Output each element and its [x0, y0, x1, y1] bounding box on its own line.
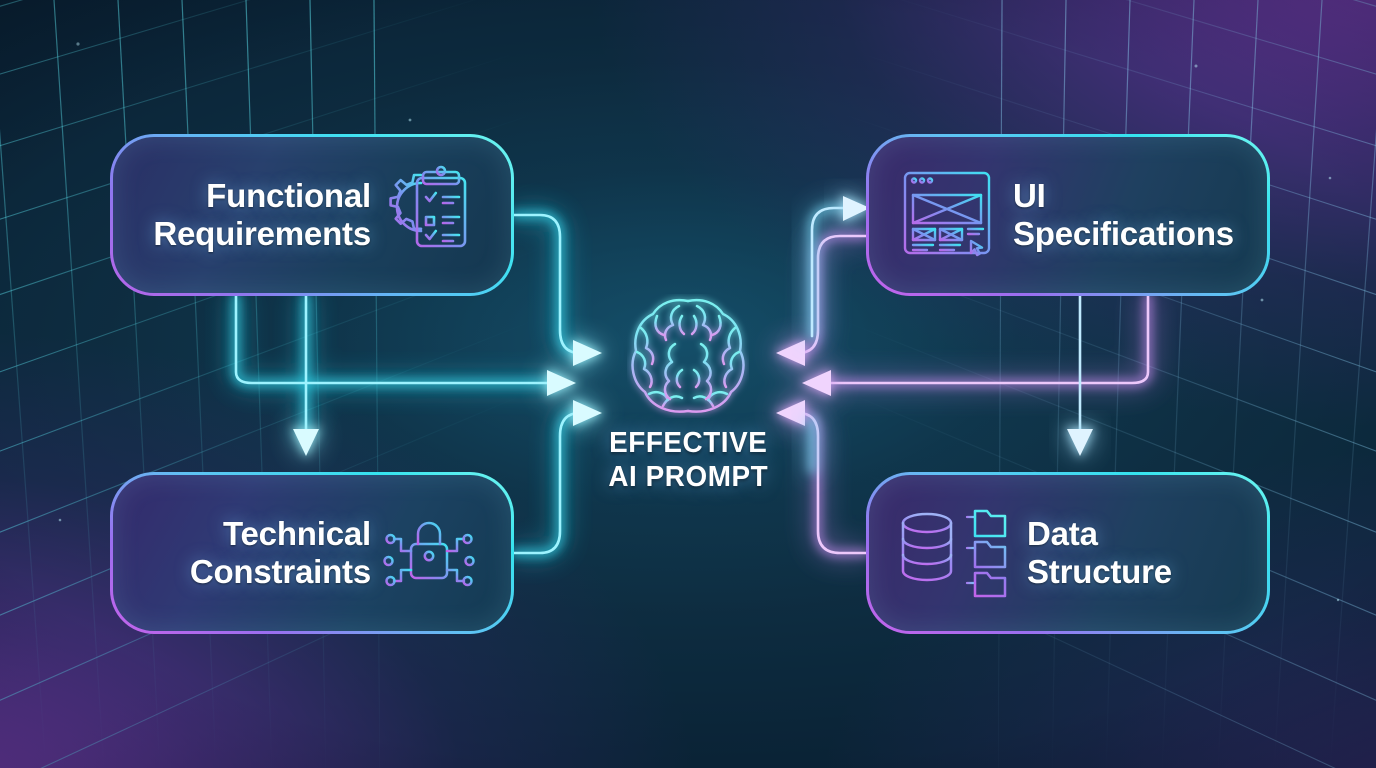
brain-icon	[627, 294, 749, 423]
wireframe-mockup-icon	[895, 161, 999, 270]
gear-clipboard-checklist-icon	[377, 161, 473, 270]
node-technical-constraints-label: Technical Constraints	[189, 515, 371, 590]
database-folder-tree-icon	[895, 501, 1013, 606]
node-data-structure[interactable]: Data Structure	[866, 472, 1270, 634]
lock-circuit-icon	[377, 506, 481, 601]
node-ui-specifications[interactable]: UI Specifications	[866, 134, 1270, 296]
node-technical-constraints[interactable]: Technical Constraints	[110, 472, 514, 634]
node-functional-requirements-label: Functional Requirements	[153, 177, 371, 252]
node-functional-requirements[interactable]: Functional Requirements	[110, 134, 514, 296]
node-data-structure-label: Data Structure	[1027, 515, 1172, 590]
center-node-label: EFFECTIVE AI PROMPT	[608, 427, 768, 493]
center-node-effective-ai-prompt[interactable]: EFFECTIVE AI PROMPT	[566, 292, 810, 524]
node-ui-specifications-label: UI Specifications	[1013, 177, 1234, 252]
